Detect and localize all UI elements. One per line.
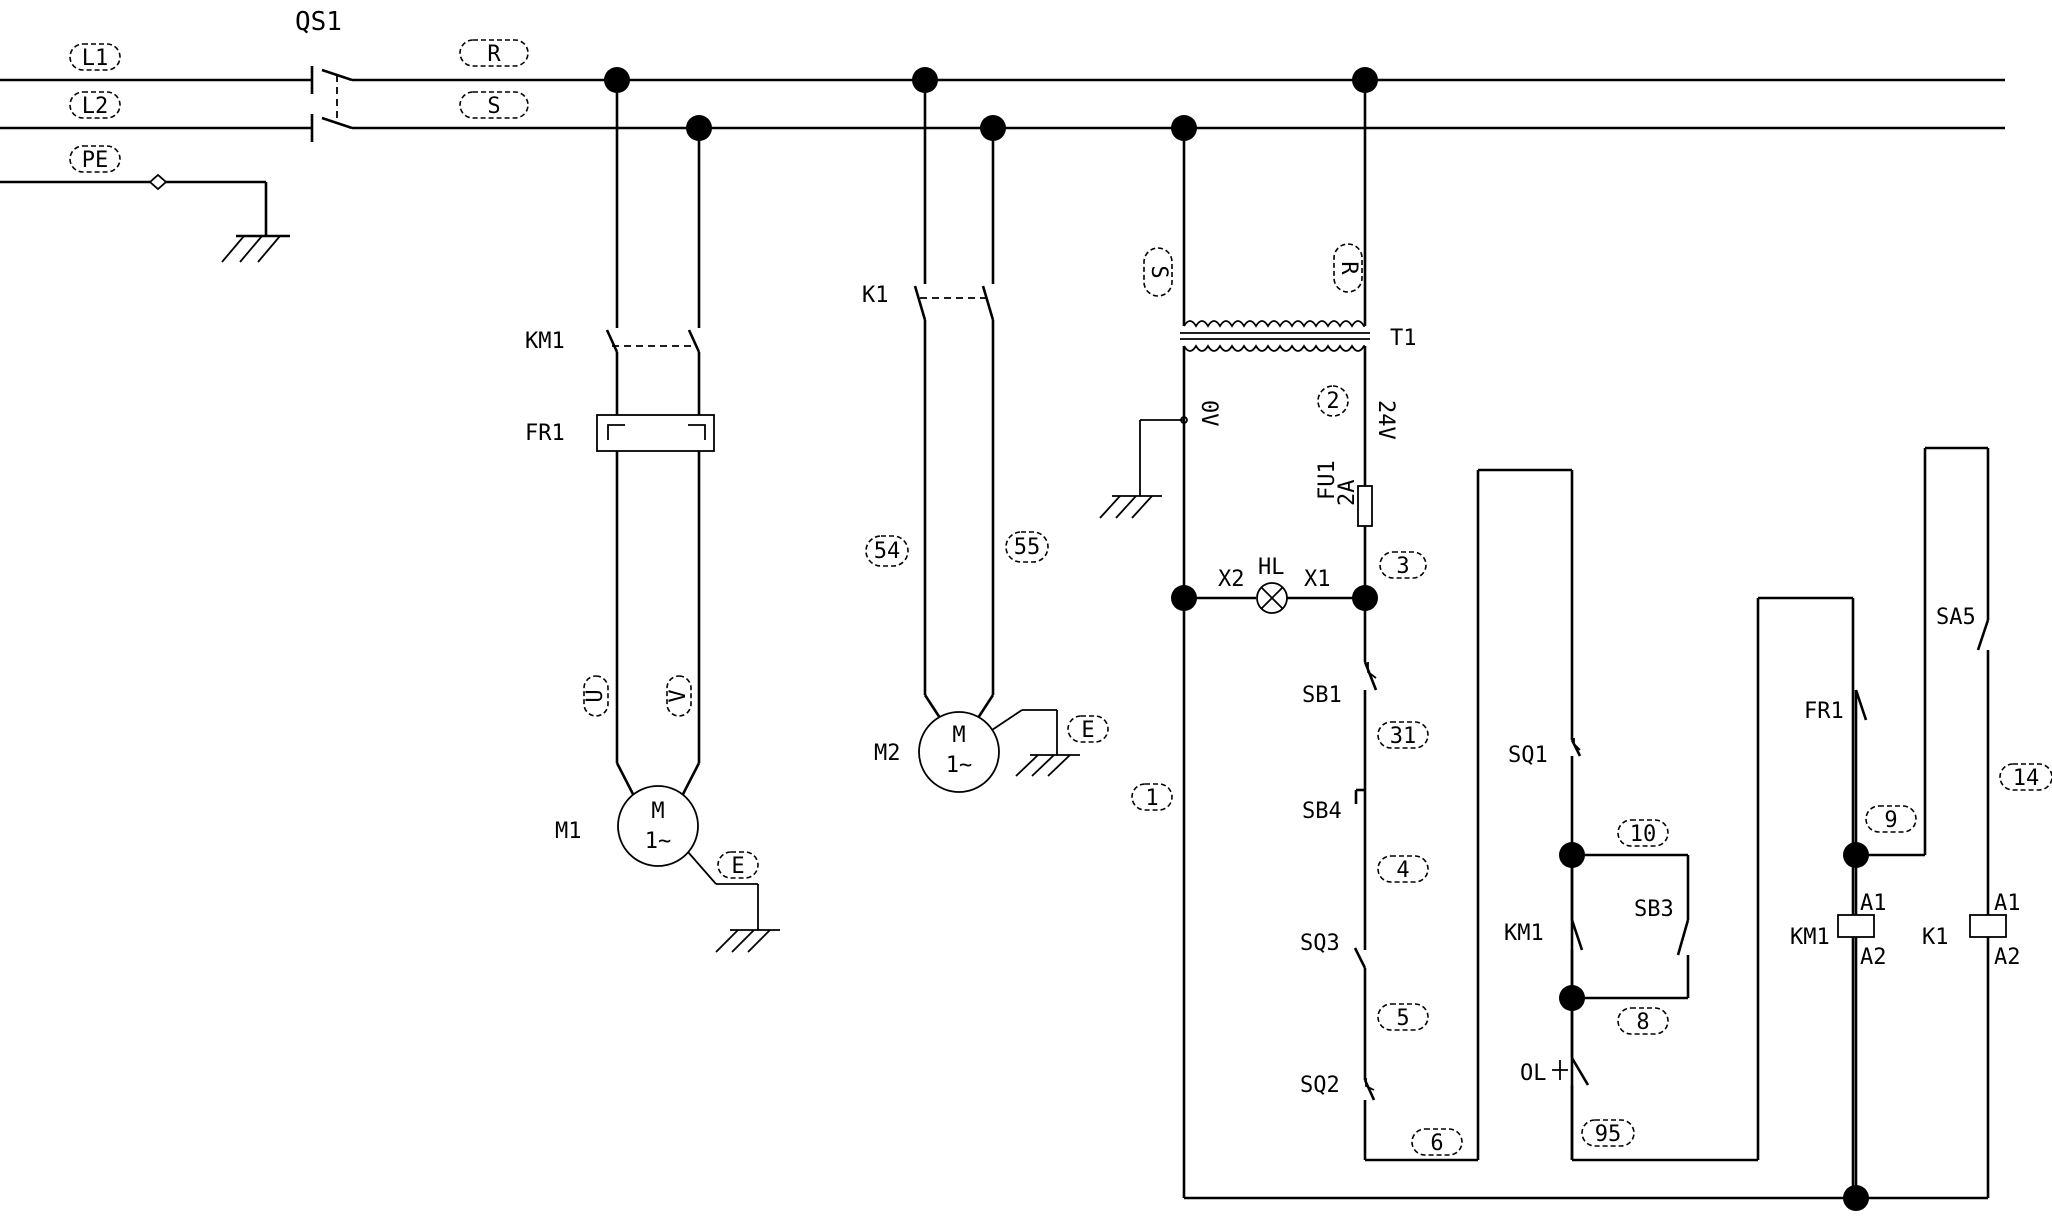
- motor-m2-branch: [912, 67, 1080, 793]
- l1-tag: L1: [82, 46, 109, 71]
- sb3-label: SB3: [1634, 897, 1674, 922]
- wire-6-tag: 6: [1430, 1131, 1443, 1156]
- l2-tag: L2: [82, 94, 109, 119]
- fu1-rating: 2A: [1335, 480, 1360, 507]
- s-tag: S: [487, 94, 500, 119]
- wire-95-tag: 95: [1595, 1122, 1622, 1147]
- transformer-r-tag: R: [1336, 261, 1361, 275]
- km1-contact-label: KM1: [1504, 921, 1544, 946]
- m1-symbol: M: [651, 799, 664, 824]
- k1-a1-label: A1: [1994, 891, 2021, 916]
- wire-5-tag: 5: [1396, 1006, 1409, 1031]
- k1-a2-label: A2: [1994, 945, 2021, 970]
- line-tags: L1 L2 PE R S: [69, 39, 529, 173]
- m2-earth-tag: E: [1081, 718, 1094, 743]
- transformer-s-tag: S: [1146, 265, 1171, 278]
- r-tag: R: [487, 42, 501, 67]
- wire-2-tag: 2: [1326, 389, 1339, 414]
- wire-3-tag: 3: [1396, 554, 1409, 579]
- x1-label: X1: [1304, 567, 1331, 592]
- fu1-label: FU1: [1315, 460, 1340, 500]
- km1-a1-label: A1: [1860, 891, 1887, 916]
- sb1-label: SB1: [1302, 683, 1342, 708]
- hl-label: HL: [1258, 555, 1285, 580]
- motor-m1-branch: [596, 67, 780, 953]
- w54-tag: 54: [874, 539, 901, 564]
- sb4-label: SB4: [1302, 799, 1342, 824]
- ol-label: OL: [1520, 1061, 1547, 1086]
- zero-volt-label: 0V: [1196, 400, 1221, 427]
- km1-coil-label: KM1: [1790, 925, 1830, 950]
- wire-9-tag: 9: [1884, 808, 1897, 833]
- m2-label: M2: [874, 741, 901, 766]
- m1-phase: 1~: [645, 829, 672, 854]
- km1-main-label: KM1: [525, 329, 565, 354]
- wire-8-tag: 8: [1636, 1010, 1649, 1035]
- fr1-main-label: FR1: [525, 421, 565, 446]
- supply-lines: [0, 66, 2005, 263]
- control-circuit: [1099, 67, 2007, 1211]
- v-tag: V: [666, 689, 691, 702]
- km1-a2-label: A2: [1860, 945, 1887, 970]
- sa5-label: SA5: [1936, 605, 1976, 630]
- x2-label: X2: [1218, 567, 1245, 592]
- pe-tag: PE: [82, 148, 109, 173]
- wire-10-tag: 10: [1630, 822, 1657, 847]
- sq1-label: SQ1: [1508, 743, 1548, 768]
- m2-phase: 1~: [946, 753, 973, 778]
- wire-31-tag: 31: [1390, 724, 1417, 749]
- t1-label: T1: [1390, 326, 1417, 351]
- w55-tag: 55: [1014, 535, 1041, 560]
- wire-14-tag: 14: [2013, 766, 2040, 791]
- fr1-control-label: FR1: [1804, 699, 1844, 724]
- qs1-label: QS1: [295, 7, 342, 37]
- u-tag: U: [583, 689, 608, 702]
- twenty-four-volt-label: 24V: [1373, 400, 1398, 440]
- k1-main-label: K1: [862, 283, 889, 308]
- wire-4-tag: 4: [1396, 858, 1409, 883]
- sq3-label: SQ3: [1300, 931, 1340, 956]
- m2-symbol: M: [952, 723, 965, 748]
- sq2-label: SQ2: [1300, 1073, 1340, 1098]
- k1-coil-label: K1: [1922, 925, 1949, 950]
- m1-earth-tag: E: [731, 854, 744, 879]
- wire-1-tag: 1: [1145, 786, 1158, 811]
- m1-label: M1: [555, 819, 582, 844]
